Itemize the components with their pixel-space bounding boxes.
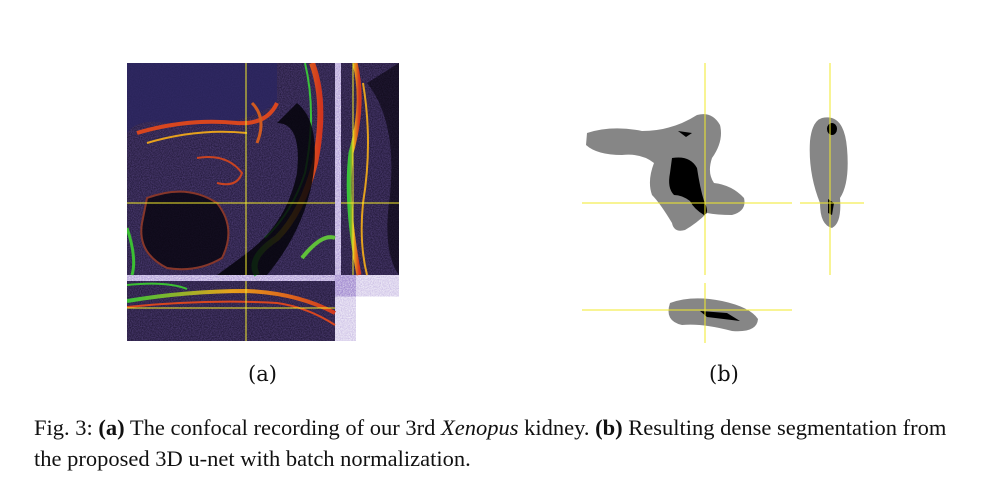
- caption-a-tag: (a): [98, 415, 125, 440]
- segmentation-yz: [809, 117, 848, 228]
- segmentation-panel: [582, 63, 864, 343]
- yz-view: [341, 63, 399, 276]
- caption-b-tag: (b): [595, 415, 623, 440]
- caption-b-text: Resulting dense segmentation from the pr…: [34, 415, 947, 471]
- xy-view: [127, 63, 336, 277]
- confocal-crosshair: [127, 63, 399, 341]
- caption-a-text-1: The confocal recording of our 3rd: [129, 415, 436, 440]
- segmentation-crosshair: [582, 63, 864, 343]
- caption-prefix: Fig. 3:: [34, 415, 93, 440]
- caption-species: Xenopus: [441, 415, 519, 440]
- xz-view: [127, 281, 336, 341]
- caption-a-text-2: kidney.: [524, 415, 590, 440]
- panel-a-label: (a): [248, 362, 277, 386]
- panel-b-label: (b): [709, 362, 739, 386]
- segmentation-xz: [668, 298, 758, 332]
- figure-caption: Fig. 3: (a) The confocal recording of ou…: [34, 412, 964, 474]
- confocal-recording-panel: [127, 63, 399, 341]
- segmentation-xy: [586, 114, 745, 231]
